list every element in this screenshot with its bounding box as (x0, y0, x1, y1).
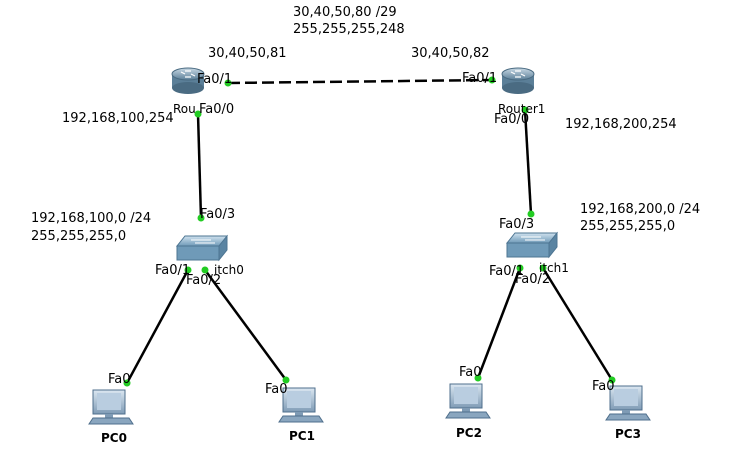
links (125, 78, 614, 384)
switch1-fa01: Fa0/1 (489, 264, 524, 279)
status-dot (608, 376, 616, 384)
link-router0-switch0[interactable] (196, 113, 203, 219)
lan-right-mask: 255,255,255,0 (580, 219, 675, 234)
switch1-fa02: Fa0/2 (515, 272, 550, 287)
pc2-fa0: Fa0 (459, 365, 482, 380)
status-dot (194, 110, 202, 118)
status-dot (224, 79, 232, 87)
status-dot (539, 264, 547, 272)
link-router1-switch1[interactable] (523, 109, 533, 215)
router-icon (171, 67, 205, 94)
pc-icon (605, 385, 651, 421)
pc0-name: PC0 (101, 431, 127, 445)
status-dot (282, 376, 290, 384)
status-dot (488, 76, 496, 84)
lan-left-network: 192,168,100,0 /24 (31, 211, 151, 226)
pc2[interactable] (445, 383, 491, 419)
router-icon (501, 67, 535, 94)
pc3[interactable] (605, 385, 651, 421)
link-router0-router1[interactable] (227, 78, 493, 85)
device-labels: Rou Router1 itch0 itch1 PC0 PC1 PC2 PC3 (101, 102, 641, 445)
link-switch0-pc1[interactable] (203, 269, 288, 381)
router0-name: Rou (173, 102, 196, 116)
router0-wan-ip: 30,40,50,81 (208, 46, 287, 61)
status-dot (123, 379, 131, 387)
switch0-fa03: Fa0/3 (200, 207, 235, 222)
router0-fa01: Fa0/1 (197, 72, 232, 87)
pc1-name: PC1 (289, 429, 315, 443)
status-dot (516, 264, 524, 272)
switch-icon (505, 231, 559, 259)
status-dot (184, 266, 192, 274)
link-switch1-pc3[interactable] (541, 267, 614, 381)
pc2-name: PC2 (456, 426, 482, 440)
pc3-name: PC3 (615, 427, 641, 441)
network-labels: 30,40,50,80 /29 255,255,255,248 30,40,50… (31, 5, 700, 244)
pc-icon (88, 389, 134, 425)
switch0-fa02: Fa0/2 (186, 273, 221, 288)
switch1[interactable] (505, 231, 559, 259)
pc3-fa0: Fa0 (592, 379, 615, 394)
status-dot (474, 374, 482, 382)
router1-fa01: Fa0/1 (462, 71, 497, 86)
switch1-fa03: Fa0/3 (499, 217, 534, 232)
router1[interactable] (501, 67, 535, 94)
router0-fa00: Fa0/0 (199, 102, 234, 117)
port-labels: Fa0/1 Fa0/0 Fa0/1 Fa0/0 Fa0/3 Fa0/1 Fa0/… (108, 71, 615, 397)
link-switch0-pc0[interactable] (125, 269, 190, 384)
switch0[interactable] (175, 234, 229, 262)
lan-right-network: 192,168,200,0 /24 (580, 202, 700, 217)
pc0-fa0: Fa0 (108, 372, 131, 387)
status-dot (521, 106, 529, 114)
switch0-name: itch0 (214, 263, 244, 277)
pc1-fa0: Fa0 (265, 382, 288, 397)
wan-mask: 255,255,255,248 (293, 22, 405, 37)
switch0-fa01: Fa0/1 (155, 263, 190, 278)
link-switch1-pc2[interactable] (476, 267, 522, 379)
lan-right-gateway: 192,168,200,254 (565, 117, 677, 132)
pc-icon (445, 383, 491, 419)
router1-fa00: Fa0/0 (494, 112, 529, 127)
wan-network: 30,40,50,80 /29 (293, 5, 397, 20)
router0[interactable] (171, 67, 205, 94)
status-dot (527, 210, 535, 218)
pc-icon (278, 387, 324, 423)
router1-wan-ip: 30,40,50,82 (411, 46, 490, 61)
lan-left-gateway: 192,168,100,254 (62, 111, 174, 126)
status-dot (197, 214, 205, 222)
switch-icon (175, 234, 229, 262)
link-status-dots (123, 76, 616, 387)
pc1[interactable] (278, 387, 324, 423)
switch1-name: itch1 (539, 261, 569, 275)
lan-left-mask: 255,255,255,0 (31, 229, 126, 244)
status-dot (201, 266, 209, 274)
pc0[interactable] (88, 389, 134, 425)
router1-name: Router1 (498, 102, 545, 116)
